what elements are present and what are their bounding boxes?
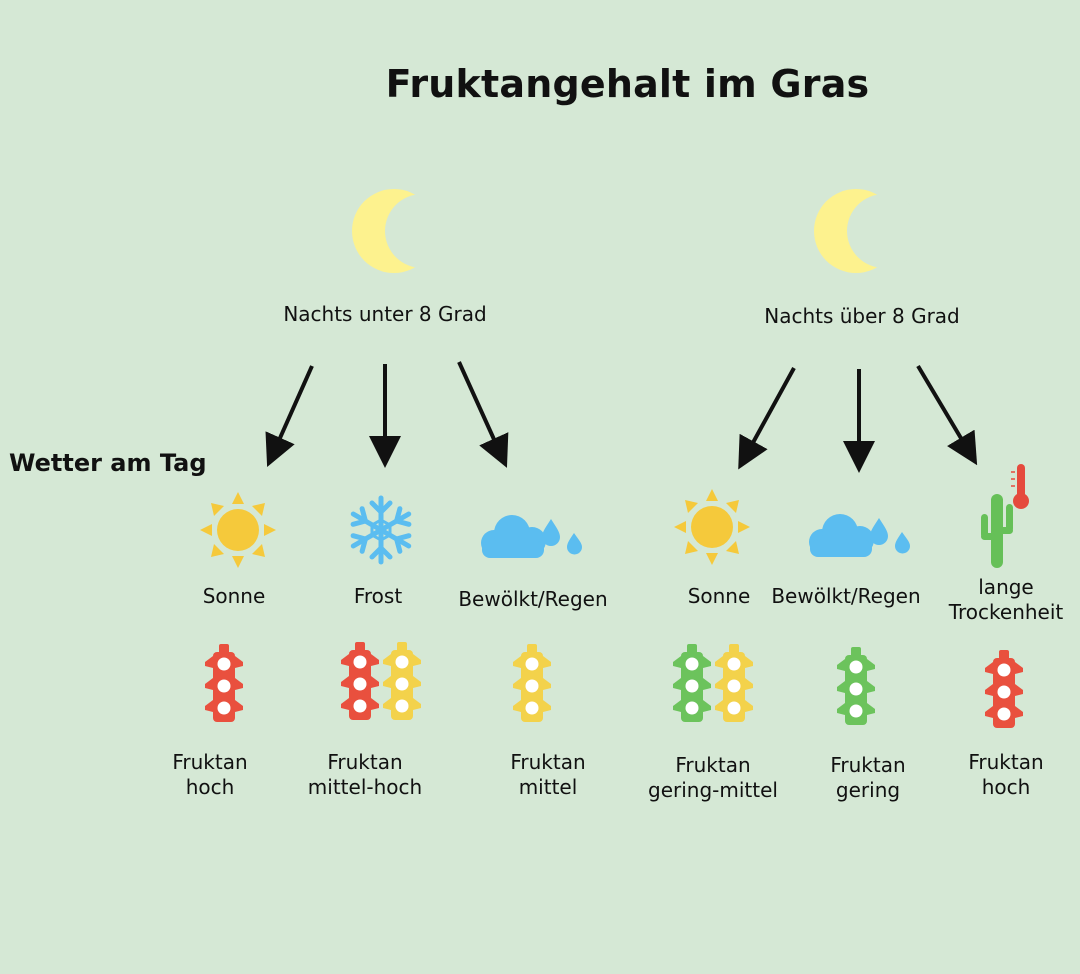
cloud-rain-icon (481, 515, 582, 558)
snowflake-icon (350, 495, 412, 565)
result-label-3: Fruktan mittel (478, 750, 618, 800)
weather-label-sun-1: Sonne (202, 584, 266, 608)
result-label-4-line1: Fruktan (675, 753, 751, 777)
result-label-1-line1: Fruktan (172, 750, 248, 774)
arrow-down-left (265, 365, 314, 467)
traffic-light-yellow (715, 644, 753, 722)
traffic-light-green (673, 644, 711, 722)
weather-label-drought: lange Trockenheit (931, 575, 1080, 625)
result-label-5-line1: Fruktan (830, 753, 906, 777)
moon-icon (352, 189, 459, 273)
result-label-6: Fruktan hoch (936, 750, 1076, 800)
result-label-4: Fruktan gering-mittel (628, 753, 798, 803)
arrow-down-right (916, 364, 978, 466)
result-label-2: Fruktan mittel-hoch (290, 750, 440, 800)
sun-icon (200, 492, 276, 568)
result-label-3-line1: Fruktan (510, 750, 586, 774)
night-label-above-8: Nachts über 8 Grad (764, 304, 960, 328)
traffic-light-yellow (513, 644, 551, 722)
result-label-1: Fruktan hoch (140, 750, 280, 800)
result-label-4-line2: gering-mittel (648, 778, 778, 802)
weather-label-cloud-1: Bewölkt/Regen (458, 587, 608, 611)
result-label-5-line2: gering (835, 778, 901, 802)
traffic-light-red (985, 650, 1023, 728)
night-label-below-8: Nachts unter 8 Grad (283, 302, 487, 326)
result-label-6-line2: hoch (981, 775, 1031, 799)
cactus-thermometer-icon (981, 464, 1029, 568)
page-title: Fruktangehalt im Gras (385, 62, 870, 106)
weather-label-sun-2: Sonne (687, 584, 751, 608)
traffic-light-yellow (383, 642, 421, 720)
weather-label-frost: Frost (353, 584, 403, 608)
moon-icon (814, 189, 921, 273)
weather-label-drought-line2: Trockenheit (948, 600, 1064, 624)
result-label-1-line2: hoch (185, 775, 235, 799)
traffic-light-green (837, 647, 875, 725)
traffic-light-red (341, 642, 379, 720)
arrow-down-right (457, 361, 509, 468)
sun-icon (674, 489, 750, 565)
section-label-weather: Wetter am Tag (9, 449, 207, 477)
result-label-5: Fruktan gering (798, 753, 938, 803)
traffic-light-red (205, 644, 243, 722)
result-label-6-line1: Fruktan (968, 750, 1044, 774)
weather-label-drought-line1: lange (978, 575, 1034, 599)
weather-label-cloud-2: Bewölkt/Regen (771, 584, 921, 608)
result-label-2-line1: Fruktan (327, 750, 403, 774)
cloud-rain-icon (809, 514, 910, 557)
result-label-2-line2: mittel-hoch (307, 775, 423, 799)
result-label-3-line2: mittel (518, 775, 578, 799)
arrow-down-left (738, 367, 796, 470)
